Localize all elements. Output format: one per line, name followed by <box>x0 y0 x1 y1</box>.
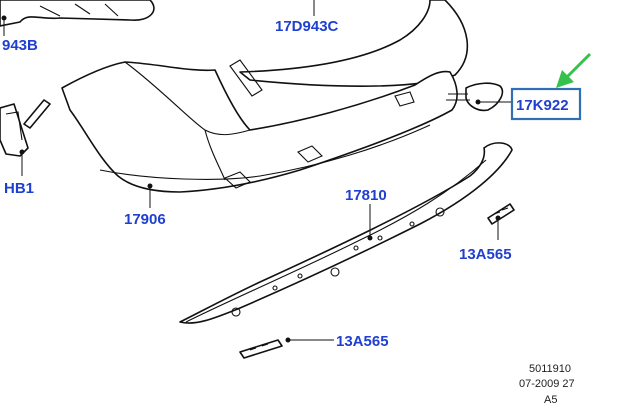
label-17d943c: 17D943C <box>275 18 339 35</box>
label-17906: 17906 <box>124 211 166 228</box>
label-13a565-bottom: 13A565 <box>336 333 389 350</box>
rear-bumper-cover <box>61 59 458 193</box>
label-17810: 17810 <box>345 187 387 204</box>
clip-13a565-right <box>487 203 515 225</box>
upper-bracket-part <box>0 0 155 27</box>
reference-sheet: A5 <box>544 394 557 406</box>
lower-valance-17810 <box>179 142 513 324</box>
highlight-box <box>510 87 582 121</box>
side-bracket-hb1 <box>0 99 51 157</box>
body-panel <box>239 0 469 87</box>
reflector-17k922 <box>446 82 504 112</box>
label-13a565-right: 13A565 <box>459 246 512 263</box>
reference-date: 07-2009 27 <box>519 378 575 390</box>
label-hb1: HB1 <box>4 180 34 197</box>
clip-13a565-bottom <box>239 339 283 359</box>
leader-lines <box>1 0 512 343</box>
reference-number: 5011910 <box>529 363 571 375</box>
pointer-arrow-icon <box>556 52 592 88</box>
label-943b: 943B <box>2 37 38 54</box>
label-17k922: 17K922 <box>516 97 569 114</box>
